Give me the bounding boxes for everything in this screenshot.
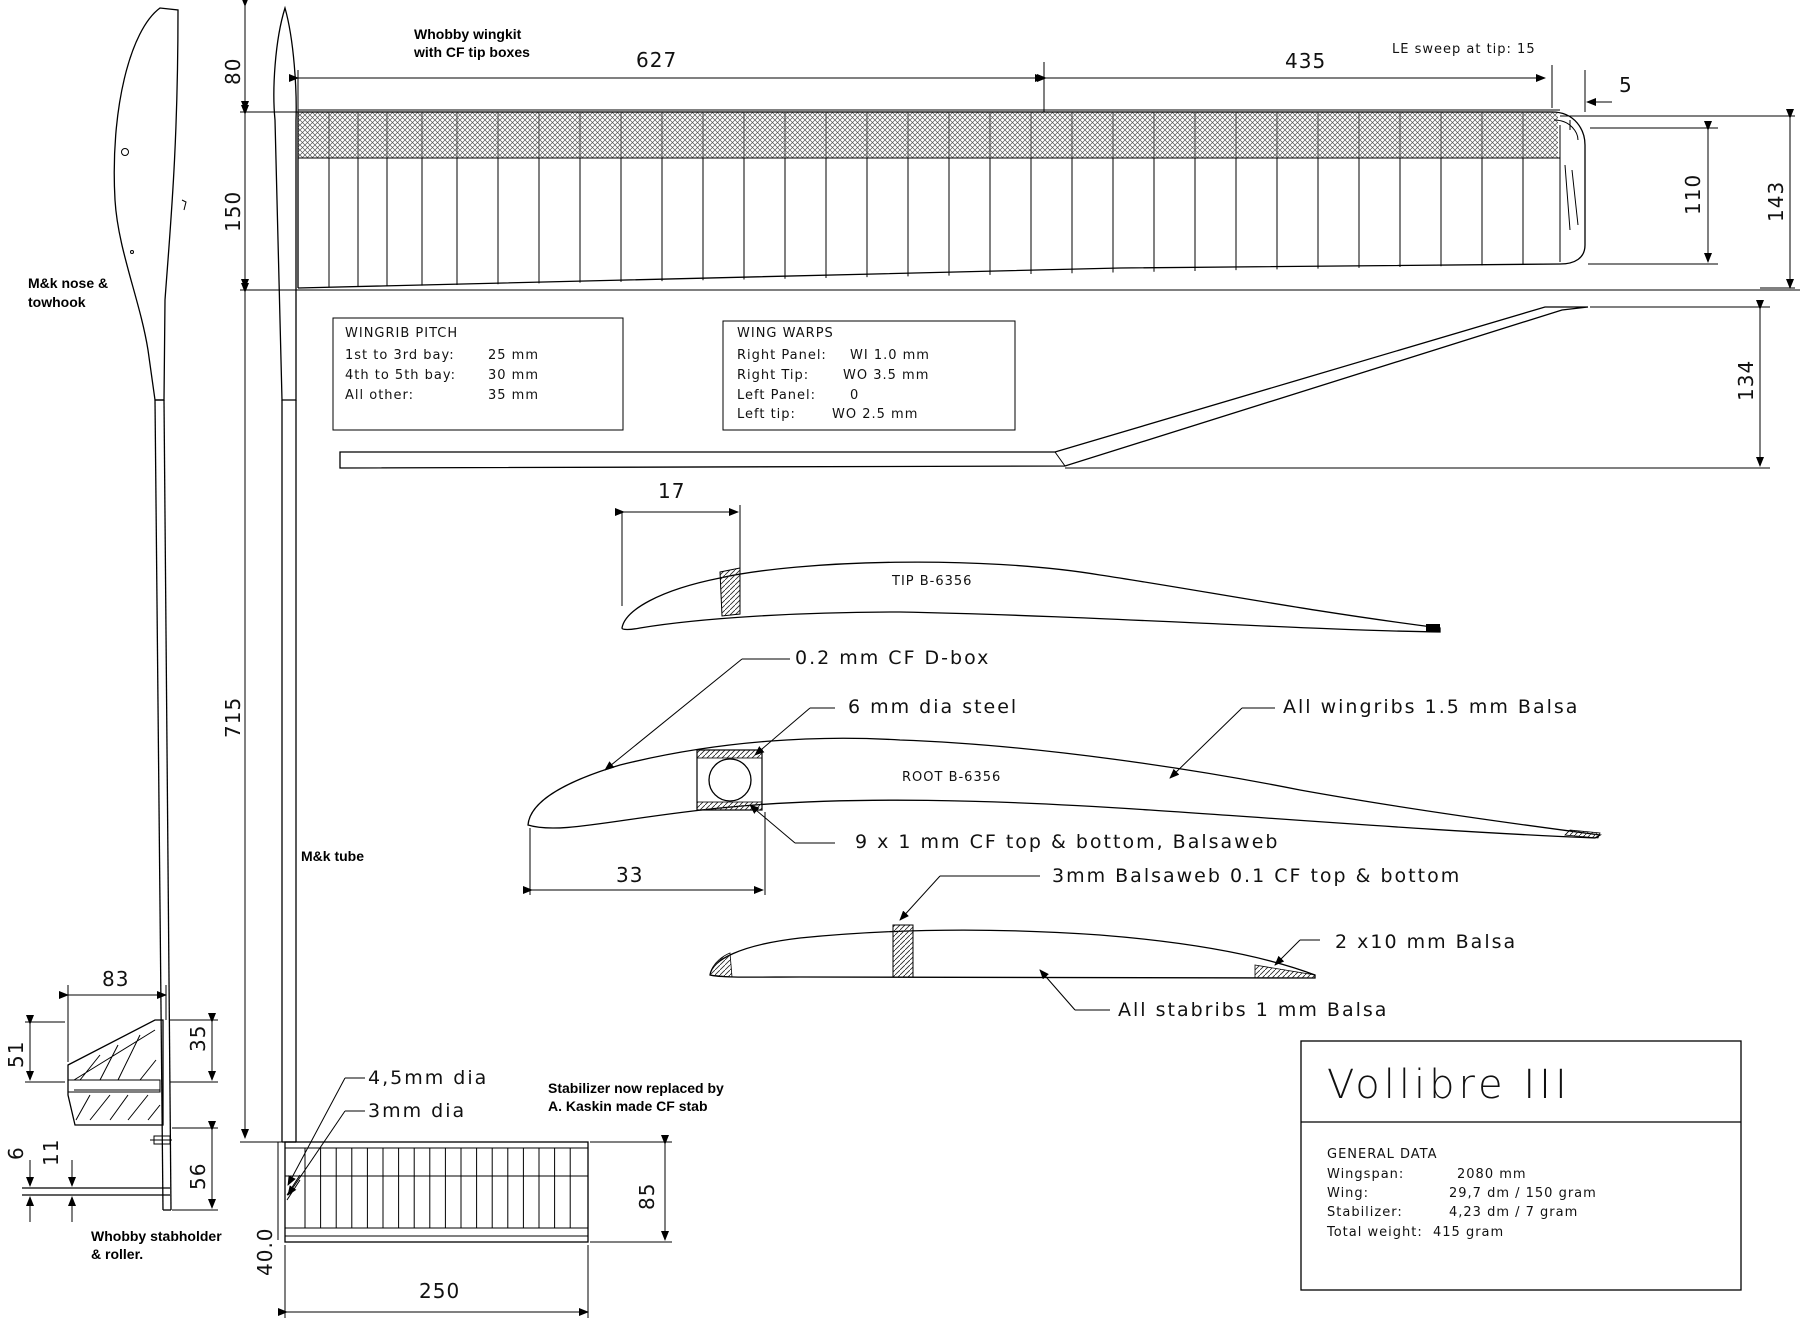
wing-warps-title: WING WARPS bbox=[737, 326, 834, 341]
callout-spar: 9 x 1 mm CF top & bottom, Balsaweb bbox=[855, 831, 1279, 853]
stab-replaced-line2: A. Kaskin made CF stab bbox=[548, 1098, 708, 1114]
wingkit-note-line2: with CF tip boxes bbox=[413, 44, 530, 60]
wing-warps-label: Right Panel: bbox=[737, 348, 827, 363]
dim-fin-h2: 35 bbox=[186, 1025, 210, 1052]
callout-stab-te: 2 x10 mm Balsa bbox=[1335, 931, 1517, 953]
stab-replaced-line1: Stabilizer now replaced by bbox=[548, 1080, 724, 1096]
wingrib-row-label: 1st to 3rd bay: bbox=[345, 348, 455, 363]
general-data-value: 29,7 dm / 150 gram bbox=[1449, 1186, 1597, 1201]
callout-steel: 6 mm dia steel bbox=[848, 696, 1018, 718]
general-data-value: 415 gram bbox=[1433, 1225, 1504, 1240]
le-sweep-note: LE sweep at tip: 15 bbox=[1392, 42, 1536, 57]
wingrib-row-label: 4th to 5th bay: bbox=[345, 368, 456, 383]
dim-fin-h: 51 bbox=[4, 1041, 28, 1068]
wing-planform bbox=[297, 109, 1586, 289]
wing-warps-label: Right Tip: bbox=[737, 368, 809, 383]
dim-root-dbox: 33 bbox=[616, 863, 643, 887]
callout-dia-3: 3mm dia bbox=[368, 1100, 466, 1122]
dim-tip-panel: 435 bbox=[1285, 49, 1326, 73]
dim-stab-gap: 6 bbox=[4, 1146, 28, 1160]
dim-root-panel: 627 bbox=[636, 48, 677, 72]
tip-airfoil bbox=[615, 505, 1441, 633]
callout-dia-45: 4,5mm dia bbox=[368, 1067, 488, 1089]
dim-nose-top: 80 bbox=[221, 58, 245, 85]
wingrib-row-label: All other: bbox=[345, 388, 414, 403]
dimension-lines bbox=[25, 0, 1800, 1318]
callout-stabribs: All stabribs 1 mm Balsa bbox=[1118, 999, 1388, 1021]
nose-note-line2: towhook bbox=[28, 294, 86, 310]
tube-note: M&k tube bbox=[301, 848, 364, 864]
title-block bbox=[1300, 1040, 1742, 1291]
general-data-heading: GENERAL DATA bbox=[1327, 1147, 1438, 1162]
wing-warps-value: WI 1.0 mm bbox=[850, 348, 930, 363]
wingrib-row-value: 35 mm bbox=[488, 388, 539, 403]
dim-nose-chord: 150 bbox=[221, 191, 245, 232]
general-data-value: 4,23 dm / 7 gram bbox=[1449, 1205, 1578, 1220]
wing-warps-value: WO 2.5 mm bbox=[832, 407, 918, 422]
stabilizer-planform bbox=[284, 1141, 589, 1243]
wing-ribs bbox=[328, 112, 1524, 288]
stab-ribs bbox=[304, 1148, 571, 1228]
wing-warps-value: 0 bbox=[850, 388, 859, 403]
wing-spar-side-view bbox=[273, 5, 297, 1143]
fuselage-side-view bbox=[22, 7, 187, 1211]
stab-airfoil bbox=[709, 924, 1316, 979]
callout-wingribs: All wingribs 1.5 mm Balsa bbox=[1283, 696, 1579, 718]
dim-stab-x: 40.0 bbox=[253, 1227, 277, 1276]
nose-note-line1: M&k nose & bbox=[28, 275, 108, 291]
wingrib-row-value: 25 mm bbox=[488, 348, 539, 363]
wingrib-pitch-box bbox=[332, 317, 624, 431]
dim-fin-len: 83 bbox=[102, 967, 129, 991]
wing-warps-label: Left tip: bbox=[737, 407, 796, 422]
leader-lines bbox=[287, 658, 1320, 1196]
callout-stab-web: 3mm Balsaweb 0.1 CF top & bottom bbox=[1052, 865, 1461, 887]
drawing-title: Vollibre III bbox=[1327, 1062, 1571, 1108]
general-data-value: 2080 mm bbox=[1457, 1167, 1527, 1182]
wingrib-row-value: 30 mm bbox=[488, 368, 539, 383]
wingkit-note-line1: Whobby wingkit bbox=[414, 26, 522, 42]
dim-tip-offset: 5 bbox=[1619, 73, 1633, 97]
general-data-label: Stabilizer: bbox=[1327, 1205, 1403, 1220]
wingrib-pitch-title: WINGRIB PITCH bbox=[345, 326, 458, 341]
wing-warps-value: WO 3.5 mm bbox=[843, 368, 929, 383]
callout-dbox: 0.2 mm CF D-box bbox=[795, 647, 990, 669]
tip-airfoil-label: TIP B-6356 bbox=[891, 574, 972, 589]
stabholder-note-line2: & roller. bbox=[91, 1246, 143, 1262]
root-airfoil-label: ROOT B-6356 bbox=[902, 770, 1001, 785]
wing-warps-label: Left Panel: bbox=[737, 388, 816, 403]
dim-tip-chord: 110 bbox=[1681, 174, 1705, 215]
dim-stab-h: 56 bbox=[186, 1163, 210, 1190]
stabholder-note-line1: Whobby stabholder bbox=[91, 1228, 222, 1244]
wing-warps-box bbox=[722, 320, 1016, 431]
dim-stab-gap2: 11 bbox=[39, 1139, 63, 1166]
dim-tip-dbox: 17 bbox=[658, 479, 685, 503]
general-data-label: Total weight: bbox=[1326, 1225, 1423, 1240]
dim-stab-span: 250 bbox=[419, 1279, 460, 1303]
general-data-label: Wingspan: bbox=[1327, 1167, 1404, 1182]
wing-front-view bbox=[339, 306, 1589, 469]
dim-boom: 715 bbox=[221, 697, 245, 738]
root-airfoil bbox=[523, 737, 1602, 895]
general-data-label: Wing: bbox=[1327, 1186, 1369, 1201]
dim-stab-chord: 85 bbox=[635, 1183, 659, 1210]
dim-tip-rise: 134 bbox=[1734, 360, 1758, 401]
dim-root-chord: 143 bbox=[1764, 181, 1788, 222]
